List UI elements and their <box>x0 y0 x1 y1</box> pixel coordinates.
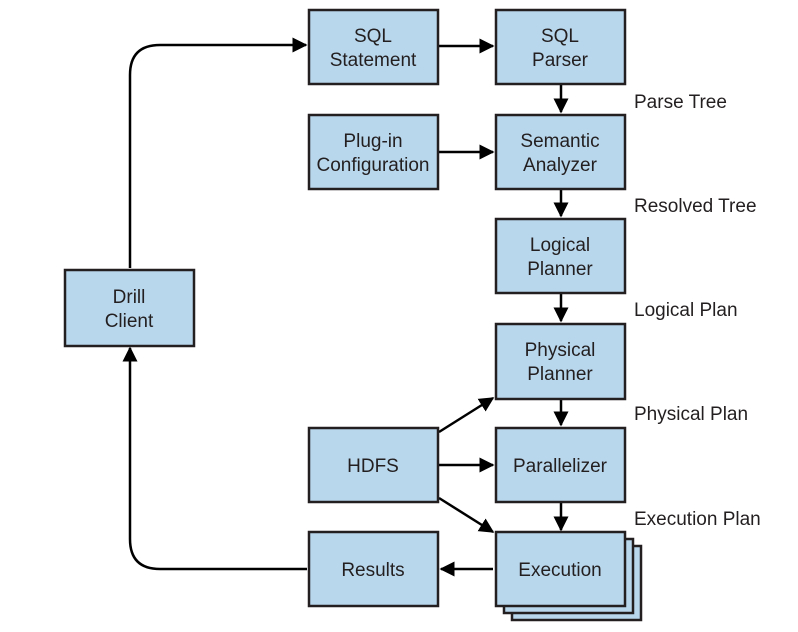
node-hdfs-line-1: HDFS <box>347 456 399 477</box>
node-logical-planner-line-2: Planner <box>527 259 593 280</box>
node-sql-parser-line-2: Parser <box>532 50 589 71</box>
edge-client-to-statement <box>128 37 308 268</box>
edge-hdfs-to-physical <box>438 396 495 434</box>
node-sql-statement: SQL Statement <box>307 8 440 86</box>
label-parse-tree: Parse Tree <box>634 92 727 113</box>
node-sql-parser: SQL Parser <box>494 8 627 86</box>
node-drill-client-line-1: Drill <box>113 287 146 308</box>
node-plugin-configuration-line-2: Configuration <box>316 155 429 176</box>
node-parallelizer-line-1: Parallelizer <box>513 456 608 477</box>
node-results: Results <box>307 530 440 608</box>
node-execution: Execution <box>494 530 643 622</box>
node-physical-planner-line-2: Planner <box>527 364 593 385</box>
node-drill-client-line-2: Client <box>105 311 154 332</box>
node-sql-statement-line-2: Statement <box>330 50 417 71</box>
node-parallelizer: Parallelizer <box>494 426 627 504</box>
edges <box>122 37 569 577</box>
node-drill-client: Drill Client <box>63 268 196 348</box>
node-physical-planner-line-1: Physical <box>525 340 596 361</box>
node-sql-parser-line-1: SQL <box>541 26 579 47</box>
node-semantic-analyzer: Semantic Analyzer <box>494 113 627 191</box>
node-results-line-1: Results <box>341 560 404 581</box>
node-plugin-configuration: Plug-in Configuration <box>307 113 440 191</box>
edge-labels: Parse Tree Resolved Tree Logical Plan Ph… <box>634 92 761 530</box>
node-semantic-analyzer-line-2: Analyzer <box>523 155 598 176</box>
node-physical-planner: Physical Planner <box>494 322 627 401</box>
label-logical-plan: Logical Plan <box>634 300 738 321</box>
label-execution-plan: Execution Plan <box>634 509 761 530</box>
edge-hdfs-to-execution <box>438 496 495 534</box>
label-physical-plan: Physical Plan <box>634 404 748 425</box>
label-resolved-tree: Resolved Tree <box>634 196 757 217</box>
edge-results-to-client <box>122 346 307 571</box>
node-execution-line-1: Execution <box>518 560 601 581</box>
node-semantic-analyzer-line-1: Semantic <box>520 131 599 152</box>
node-sql-statement-line-1: SQL <box>354 26 392 47</box>
node-logical-planner-line-1: Logical <box>530 235 590 256</box>
node-hdfs: HDFS <box>307 426 440 504</box>
node-logical-planner: Logical Planner <box>494 217 627 295</box>
node-plugin-configuration-line-1: Plug-in <box>343 131 402 152</box>
